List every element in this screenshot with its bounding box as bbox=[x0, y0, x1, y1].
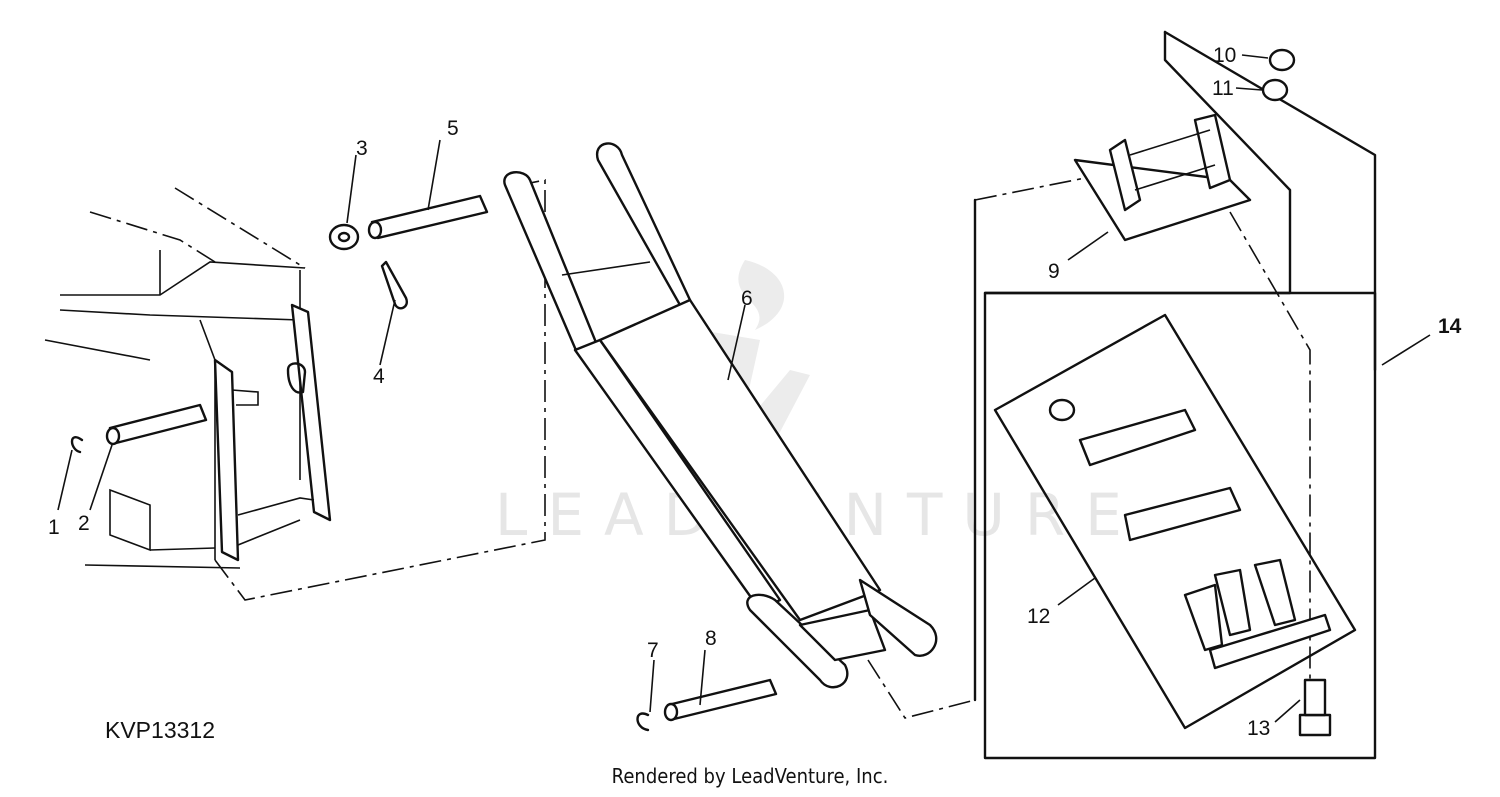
callout-3: 3 bbox=[356, 137, 368, 160]
callout-1: 1 bbox=[48, 516, 60, 539]
mower-frame-drawing bbox=[44, 179, 546, 601]
callout-5: 5 bbox=[447, 117, 459, 140]
callout-12: 12 bbox=[1027, 605, 1050, 628]
callout-9: 9 bbox=[1048, 260, 1060, 283]
callout-14: 14 bbox=[1438, 315, 1462, 338]
footer-credit: Rendered by LeadVenture, Inc. bbox=[611, 764, 889, 788]
callout-6: 6 bbox=[741, 287, 753, 310]
leader-lines bbox=[57, 54, 1431, 723]
callout-11: 11 bbox=[1212, 77, 1234, 100]
callout-4: 4 bbox=[373, 365, 385, 388]
bracket-kit-drawing bbox=[973, 30, 1377, 760]
lift-arm-drawing bbox=[503, 142, 976, 732]
callout-8: 8 bbox=[705, 627, 717, 650]
figure-code: KVP13312 bbox=[105, 717, 215, 743]
callout-2: 2 bbox=[78, 512, 90, 535]
callout-7: 7 bbox=[647, 639, 659, 662]
callout-13: 13 bbox=[1247, 717, 1270, 740]
callout-10: 10 bbox=[1213, 44, 1236, 67]
